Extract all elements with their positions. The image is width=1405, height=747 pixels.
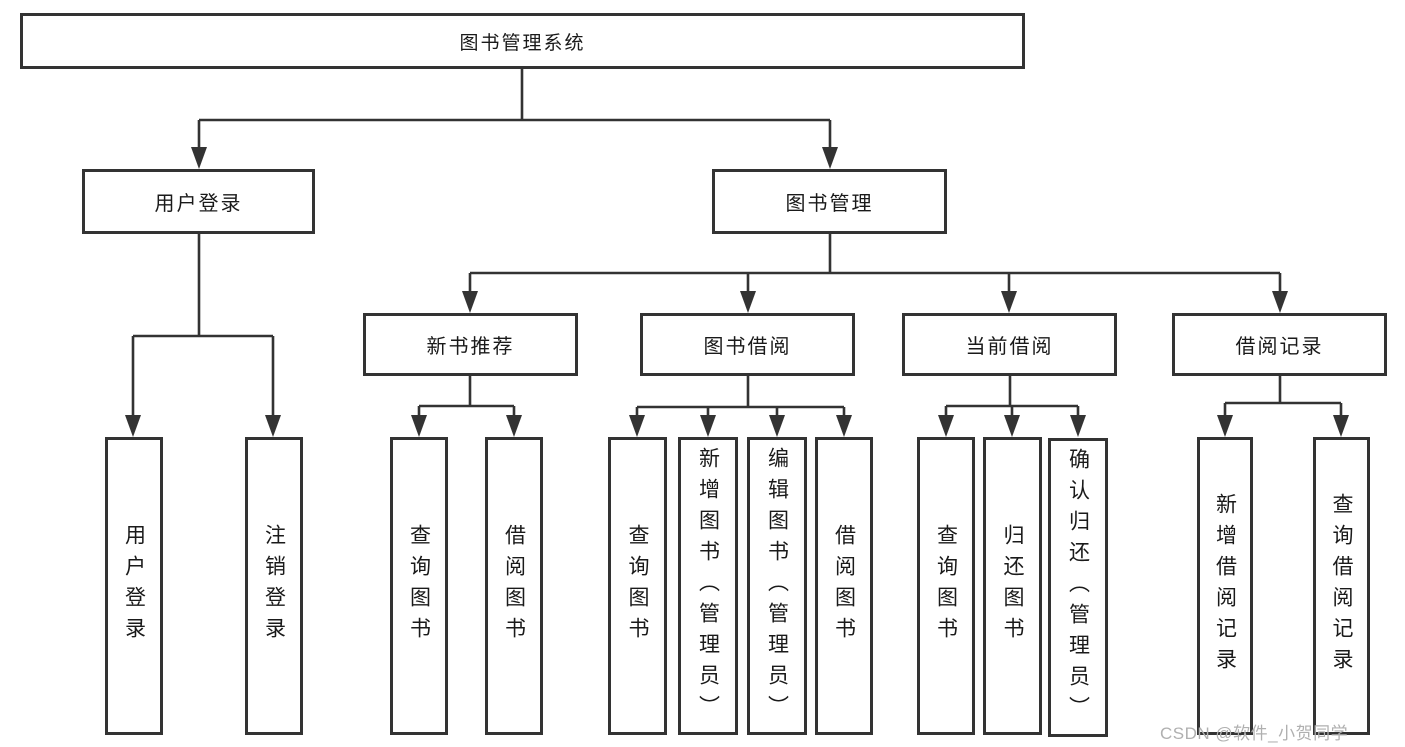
node-current-borrow: 当前借阅 (902, 313, 1117, 376)
leaf-query-books-recommend: 查询图书 (390, 437, 448, 735)
connector-book-management-to-level3 (462, 233, 1288, 313)
arrow-down-icon (1001, 291, 1017, 313)
node-label: 新书推荐 (426, 336, 515, 358)
node-label: 借阅记录 (1235, 336, 1324, 358)
leaf-confirm-return-admin: 确认归还（管理员） (1048, 438, 1108, 737)
node-label: 查询借阅记录 (1330, 493, 1353, 679)
arrow-down-icon (462, 291, 478, 313)
node-label: 编辑图书（管理员） (765, 446, 789, 726)
node-label: 新增借阅记录 (1213, 493, 1237, 679)
arrow-down-icon (836, 415, 852, 437)
node-user-login: 用户登录 (82, 169, 315, 234)
arrow-down-icon (506, 415, 522, 437)
arrow-down-icon (700, 415, 716, 437)
arrow-down-icon (1217, 415, 1233, 437)
leaf-edit-books-admin: 编辑图书（管理员） (747, 437, 807, 735)
arrow-down-icon (125, 415, 141, 437)
arrow-down-icon (1070, 415, 1086, 437)
leaf-return-books: 归还图书 (983, 437, 1042, 735)
leaf-add-borrow-record: 新增借阅记录 (1197, 437, 1253, 735)
leaf-user-login: 用户登录 (105, 437, 163, 735)
arrow-down-icon (938, 415, 954, 437)
arrow-down-icon (411, 415, 427, 437)
arrow-down-icon (1272, 291, 1288, 313)
connector-book-borrow-to-leaves (629, 376, 852, 437)
arrow-down-icon (822, 147, 838, 169)
node-label: 图书借阅 (703, 336, 792, 358)
leaf-borrow-books-recommend: 借阅图书 (485, 437, 543, 735)
leaf-logout: 注销登录 (245, 437, 303, 735)
node-label: 确认归还（管理员） (1066, 448, 1090, 727)
node-label: 借阅图书 (502, 524, 526, 648)
arrow-down-icon (191, 147, 207, 169)
node-label: 用户登录 (154, 193, 243, 215)
arrow-down-icon (1004, 415, 1020, 437)
node-label: 图书管理系统 (459, 32, 586, 54)
node-label: 图书管理 (785, 193, 874, 215)
connector-new-book-recommend-to-leaves (411, 376, 522, 437)
node-label: 当前借阅 (965, 336, 1054, 358)
node-book-borrow: 图书借阅 (640, 313, 855, 376)
leaf-query-books-borrow: 查询图书 (608, 437, 667, 735)
connector-user-login-to-leaves (125, 233, 281, 437)
node-new-book-recommend: 新书推荐 (363, 313, 578, 376)
connector-current-borrow-to-leaves (938, 376, 1086, 437)
node-book-management: 图书管理 (712, 169, 947, 234)
arrow-down-icon (769, 415, 785, 437)
csdn-watermark: CSDN @软件_小贺同学 (1160, 724, 1349, 743)
node-label: 借阅图书 (832, 524, 856, 648)
connector-borrow-records-to-leaves (1217, 376, 1349, 437)
node-label: 查询图书 (934, 524, 958, 648)
node-root-system: 图书管理系统 (20, 13, 1025, 69)
node-label: 查询图书 (626, 524, 649, 648)
leaf-query-books-current: 查询图书 (917, 437, 975, 735)
leaf-query-borrow-record: 查询借阅记录 (1313, 437, 1370, 735)
node-borrow-records: 借阅记录 (1172, 313, 1387, 376)
node-label: 新增图书（管理员） (696, 446, 720, 726)
connector-root-to-level2 (191, 68, 838, 169)
node-label: 注销登录 (262, 524, 286, 648)
leaf-add-books-admin: 新增图书（管理员） (678, 437, 738, 735)
arrow-down-icon (629, 415, 645, 437)
arrow-down-icon (265, 415, 281, 437)
node-label: 查询图书 (407, 524, 431, 648)
node-label: 用户登录 (122, 524, 146, 648)
node-label: 归还图书 (1001, 524, 1024, 648)
arrow-down-icon (740, 291, 756, 313)
leaf-borrow-books: 借阅图书 (815, 437, 873, 735)
arrow-down-icon (1333, 415, 1349, 437)
